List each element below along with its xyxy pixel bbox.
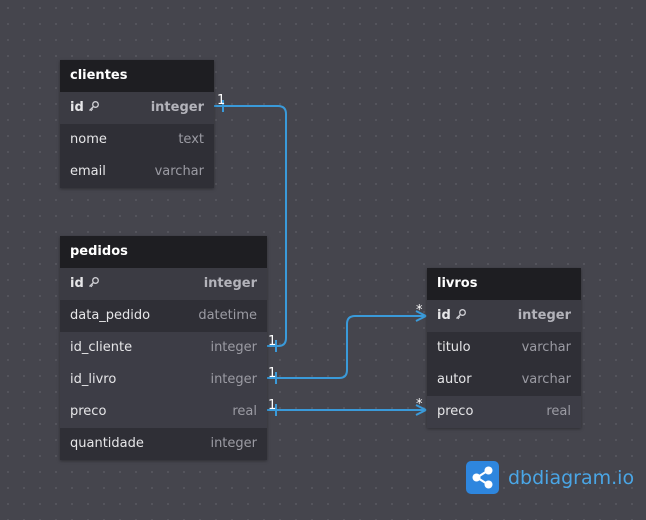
field-type: integer (517, 308, 571, 323)
field-row-id-cliente[interactable]: id_cliente integer (60, 332, 267, 364)
field-name: nome (70, 132, 107, 147)
field-type: varchar (521, 340, 571, 355)
cardinality-many-marker (415, 404, 427, 416)
field-type: integer (203, 276, 257, 291)
field-type: integer (210, 372, 257, 387)
field-row-autor[interactable]: autor varchar (427, 364, 581, 396)
field-type: varchar (521, 372, 571, 387)
table-header[interactable]: pedidos (60, 236, 267, 268)
field-type: integer (150, 100, 204, 115)
key-icon (88, 93, 100, 125)
field-name: id_livro (70, 372, 117, 387)
field-name: id (70, 100, 84, 115)
cardinality-label: 1 (268, 398, 276, 413)
relation-clientes-pedidos[interactable] (214, 105, 287, 347)
key-icon (88, 269, 100, 301)
field-row-nome[interactable]: nome text (60, 124, 214, 156)
cardinality-label: 1 (268, 334, 276, 349)
field-type: integer (210, 436, 257, 451)
field-row-email[interactable]: email varchar (60, 156, 214, 188)
field-type: text (178, 132, 204, 147)
field-row-id[interactable]: id integer (427, 300, 581, 332)
field-name: id_cliente (70, 340, 133, 355)
field-name: preco (70, 404, 107, 419)
key-icon (455, 301, 467, 333)
brand-name: dbdiagram.io (508, 466, 635, 489)
relation-pedidos-livros-id[interactable] (267, 315, 426, 379)
field-row-id[interactable]: id integer (60, 268, 267, 300)
field-row-quantidade[interactable]: quantidade integer (60, 428, 267, 460)
table-pedidos[interactable]: pedidos id integer data_pedido datetime … (60, 236, 267, 460)
field-name: quantidade (70, 436, 144, 451)
cardinality-label: * (416, 303, 423, 318)
field-name: data_pedido (70, 308, 151, 323)
share-icon (466, 461, 499, 494)
field-type: datetime (198, 308, 257, 323)
cardinality-many-marker (415, 310, 427, 322)
cardinality-label: * (416, 397, 423, 412)
field-row-preco[interactable]: preco real (60, 396, 267, 428)
field-row-id-livro[interactable]: id_livro integer (60, 364, 267, 396)
table-livros[interactable]: livros id integer titulo varchar autor v… (427, 268, 581, 428)
field-name: id (437, 308, 451, 323)
field-name: email (70, 164, 106, 179)
field-name: preco (437, 404, 474, 419)
cardinality-label: 1 (217, 93, 225, 108)
field-type: integer (210, 340, 257, 355)
field-name: id (70, 276, 84, 291)
field-type: varchar (154, 164, 204, 179)
field-type: real (232, 404, 257, 419)
field-row-id[interactable]: id integer (60, 92, 214, 124)
field-row-titulo[interactable]: titulo varchar (427, 332, 581, 364)
field-row-preco[interactable]: preco real (427, 396, 581, 428)
field-name: titulo (437, 340, 471, 355)
field-row-data-pedido[interactable]: data_pedido datetime (60, 300, 267, 332)
table-clientes[interactable]: clientes id integer nome text email varc… (60, 60, 214, 188)
field-name: autor (437, 372, 472, 387)
field-type: real (546, 404, 571, 419)
cardinality-label: 1 (268, 366, 276, 381)
table-header[interactable]: livros (427, 268, 581, 300)
brand-logo[interactable]: dbdiagram.io (466, 461, 634, 494)
table-header[interactable]: clientes (60, 60, 214, 92)
